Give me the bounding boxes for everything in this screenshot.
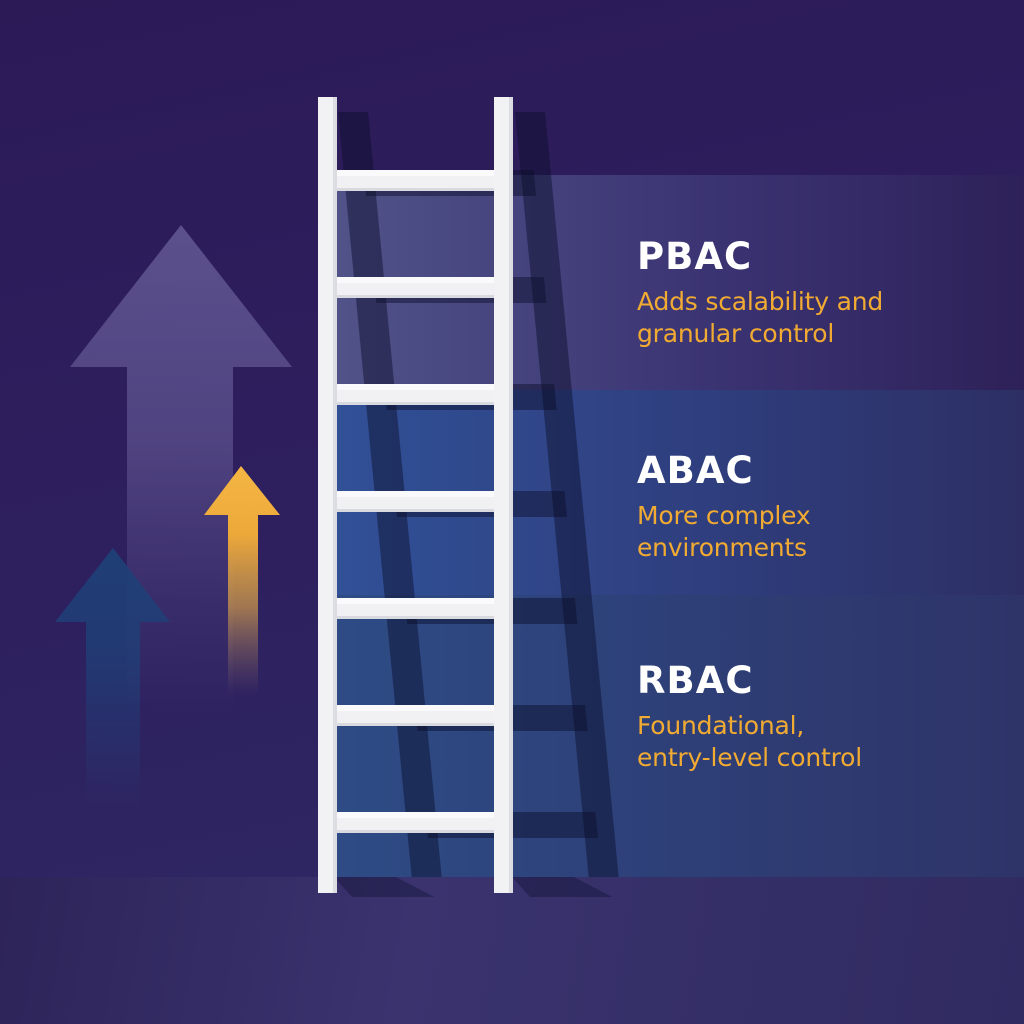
- ladder: [318, 97, 513, 893]
- pbac-description: Adds scalability and granular control: [637, 287, 884, 348]
- ladder-rails: [318, 97, 513, 893]
- up-arrow-gold-icon: [204, 466, 280, 695]
- abac-description: More complex environments: [637, 501, 811, 562]
- up-arrow-ghost-icon: [70, 225, 292, 710]
- rbac-label-group: RBAC Foundational, entry-level control: [637, 662, 862, 774]
- ladder-rungs: [331, 170, 500, 833]
- pbac-title: PBAC: [637, 235, 753, 278]
- ladder-foot-shadows: [334, 877, 612, 897]
- pbac-label-group: PBAC Adds scalability and granular contr…: [637, 238, 883, 350]
- abac-title: ABAC: [637, 449, 754, 492]
- floor: [0, 877, 1024, 1024]
- abac-label-group: ABAC More complex environments: [637, 449, 811, 564]
- rbac-title: RBAC: [637, 659, 754, 702]
- rbac-description: Foundational, entry-level control: [637, 711, 862, 772]
- up-arrow-navy-icon: [55, 548, 170, 810]
